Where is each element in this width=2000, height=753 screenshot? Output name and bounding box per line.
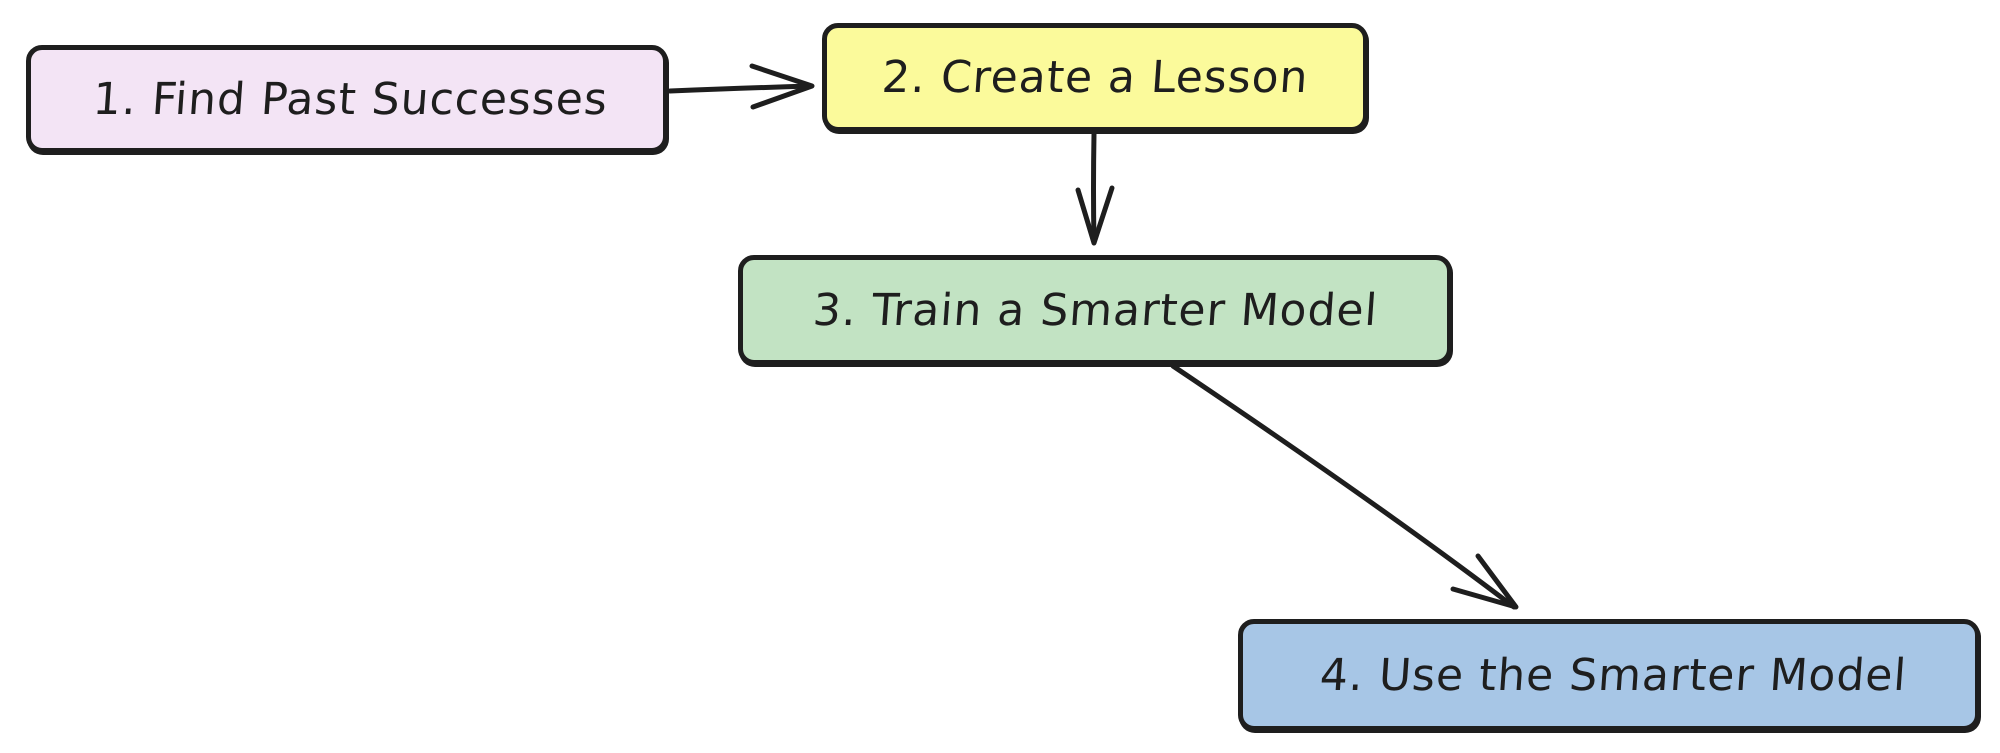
step-2-label: 2. Create a Lesson: [879, 52, 1311, 103]
arrow-step-2-to-step-3: [1075, 131, 1115, 246]
arrow-step-1-to-step-2: [667, 63, 815, 110]
step-4-label: 4. Use the Smarter Model: [1317, 649, 1909, 701]
step-3-label: 3. Train a Smarter Model: [810, 284, 1380, 336]
arrow-line: [1091, 131, 1097, 244]
arrow-head: [1450, 553, 1519, 610]
step-2-box: 2. Create a Lesson: [822, 23, 1368, 132]
step-3-box: 3. Train a Smarter Model: [738, 255, 1452, 365]
step-1-label: 1. Find Past Successes: [90, 73, 610, 125]
arrow-head: [1075, 185, 1115, 246]
arrow-line: [667, 83, 813, 94]
arrow-head: [749, 63, 815, 110]
step-4-box: 4. Use the Smarter Model: [1238, 619, 1980, 731]
step-1-box: 1. Find Past Successes: [26, 45, 668, 153]
arrow-line: [1170, 363, 1517, 610]
arrow-step-3-to-step-4: [1170, 363, 1519, 610]
